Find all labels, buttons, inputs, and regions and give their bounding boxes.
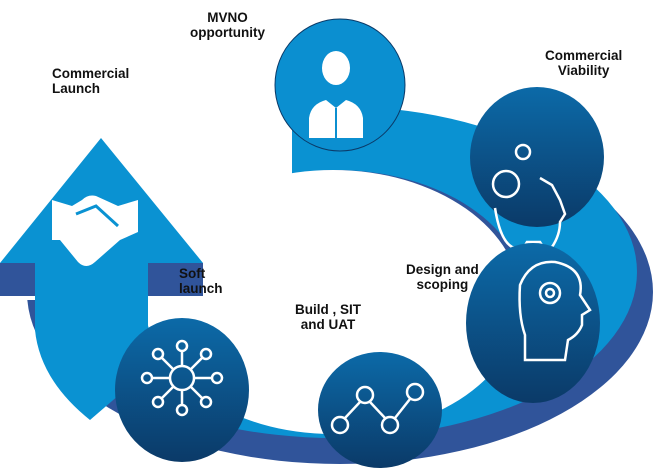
label-line: scoping <box>416 277 469 292</box>
network-hub-icon <box>140 339 224 417</box>
label-line: Commercial <box>545 48 623 63</box>
label-line: MVNO <box>207 10 248 25</box>
label-line: Design and <box>406 262 479 277</box>
stage-circle-design-scoping <box>466 243 600 403</box>
label-line: Build , SIT <box>295 302 361 317</box>
connected-nodes-icon <box>330 382 425 435</box>
handshake-icon <box>52 195 138 266</box>
head-gear-icon <box>518 260 592 362</box>
label-line: and UAT <box>300 317 356 332</box>
label-line: Commercial <box>52 66 130 81</box>
person-icon <box>309 51 363 138</box>
label-line: Viability <box>557 63 610 78</box>
stage-circle-build-sit-uat <box>318 352 442 468</box>
label-line: Launch <box>52 81 101 96</box>
stage-circle-mvno-opportunity <box>274 18 406 152</box>
label-line: opportunity <box>190 25 265 40</box>
label-line: launch <box>179 281 223 296</box>
stage-circle-soft-launch <box>115 318 249 462</box>
label-line: Soft <box>179 266 206 281</box>
